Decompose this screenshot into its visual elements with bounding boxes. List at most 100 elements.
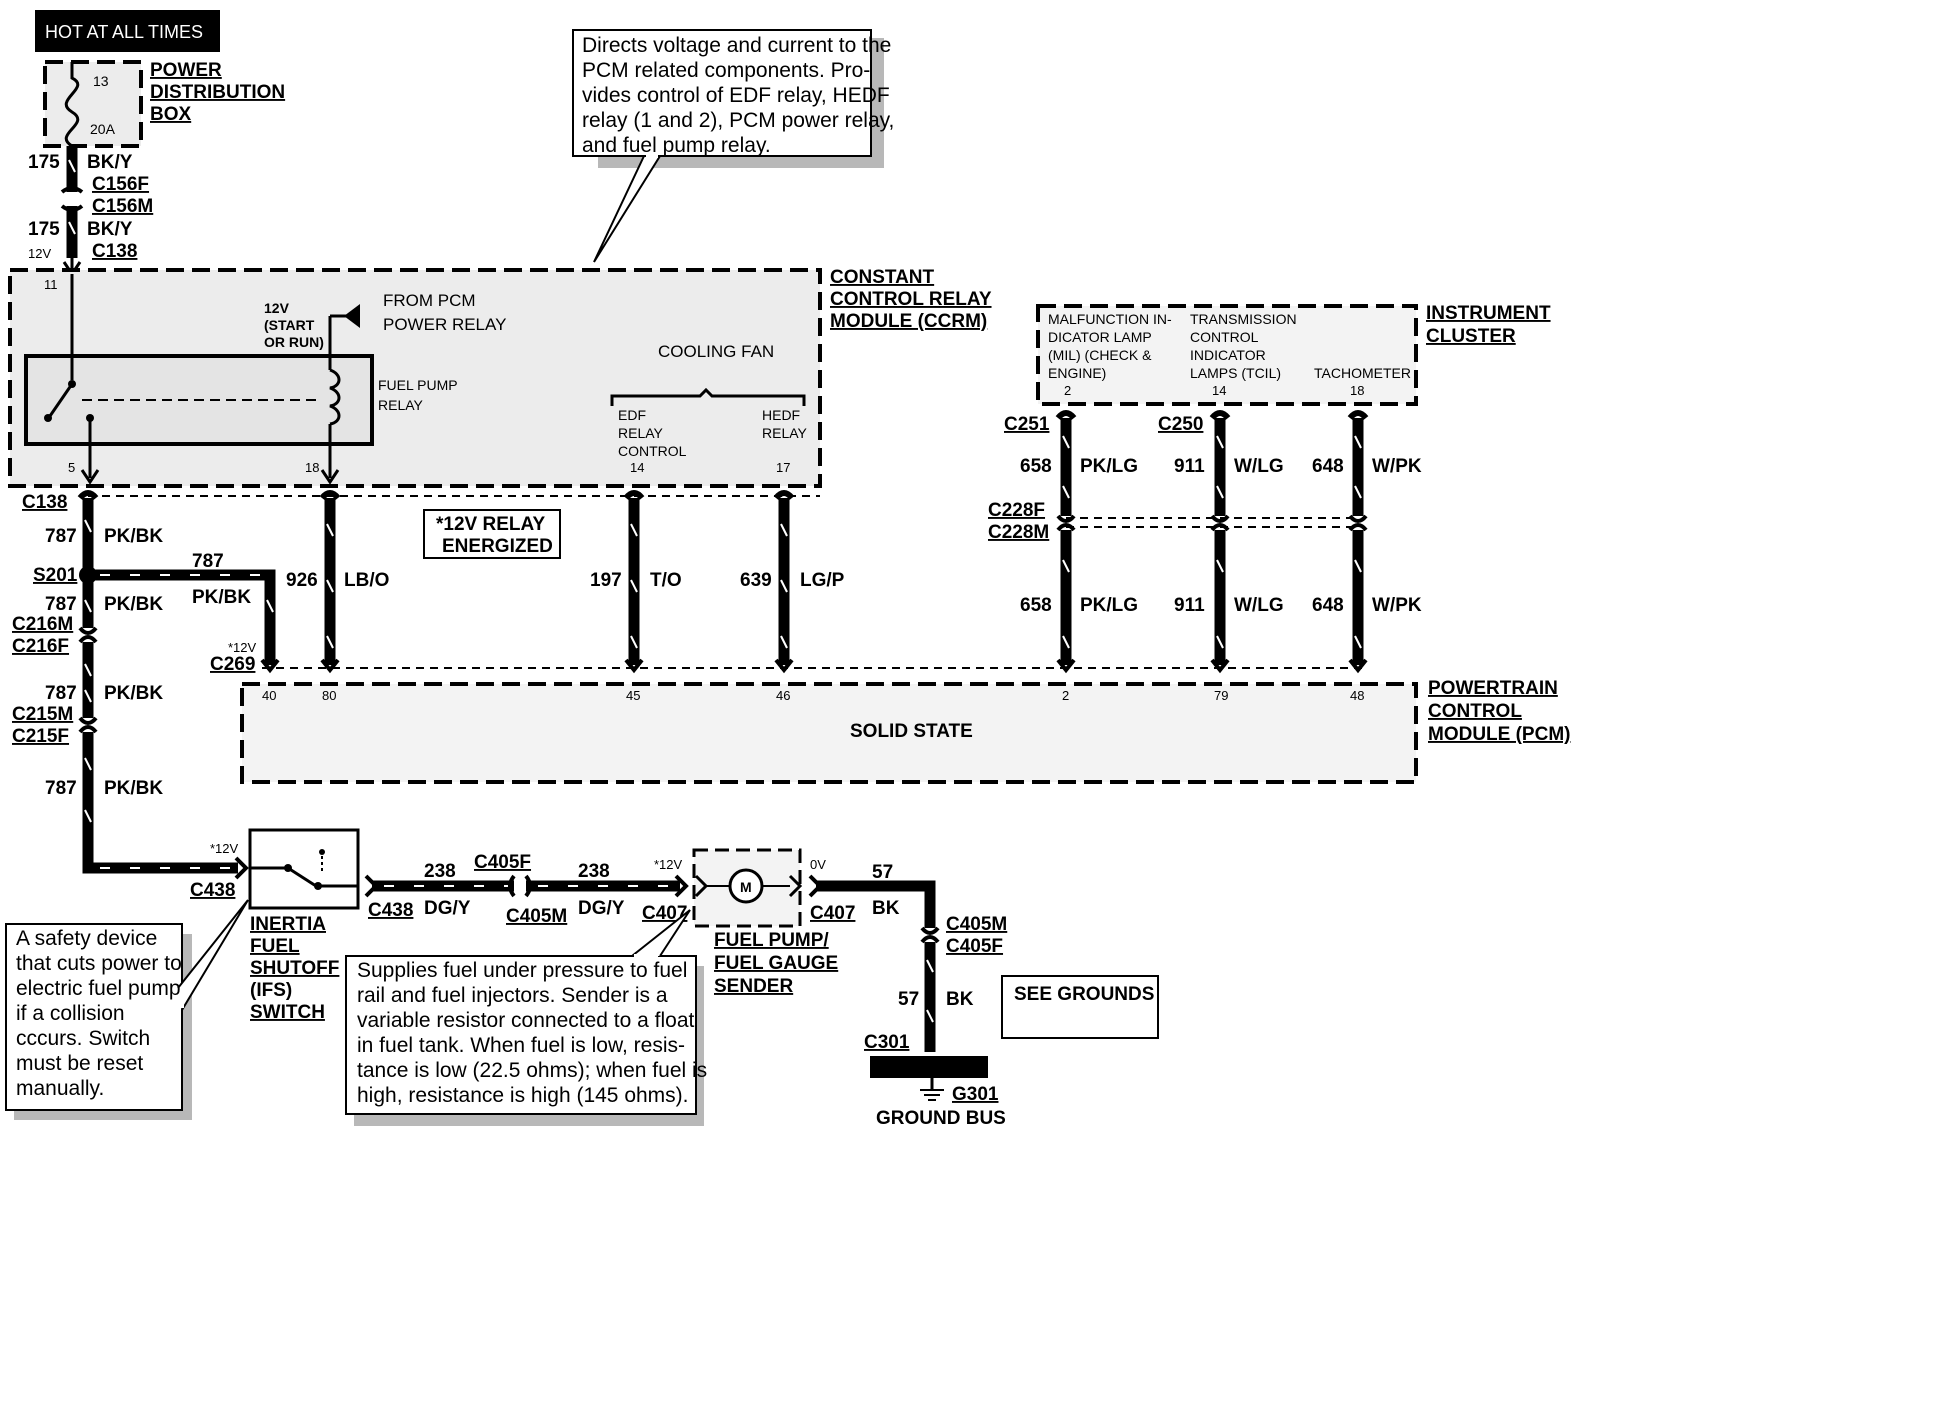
callout-pump-line-6: high, resistance is high (145 ohms). <box>357 1084 689 1107</box>
hedf-2: RELAY <box>762 425 808 441</box>
callout-ccrm-line-3: vides control of EDF relay, HEDF <box>582 84 890 107</box>
tach-label: TACHOMETER <box>1314 365 1411 381</box>
ccrm-out-c138: C138 <box>22 492 67 513</box>
ccrm-pin-17: 17 <box>776 460 790 475</box>
pkbk-c269-voltage: *12V <box>228 640 257 655</box>
pkbk-circuit-b: 787 <box>45 594 77 615</box>
hedf-1: HEDF <box>762 407 800 423</box>
wire-911-color-b: W/LG <box>1234 595 1284 616</box>
pump-title-2: FUEL GAUGE <box>714 953 838 974</box>
ifs-title-3: SHUTOFF <box>250 958 339 979</box>
callout-pump-line-4: in fuel tank. When fuel is low, resis- <box>357 1034 685 1057</box>
feed-c138: C138 <box>92 241 137 262</box>
from-pcm-1: FROM PCM <box>383 291 476 310</box>
pump-feed-c405f: C405F <box>474 852 531 873</box>
ground-g301: G301 <box>952 1084 999 1105</box>
connector-c215 <box>78 716 98 734</box>
callout-ccrm-line-5: and fuel pump relay. <box>582 134 771 157</box>
cooling-fan: COOLING FAN <box>658 342 774 361</box>
cluster-pin-14: 14 <box>1212 383 1226 398</box>
pcm-pin-80: 80 <box>322 688 336 703</box>
ground-bus-label: GROUND BUS <box>876 1108 1006 1129</box>
pcm-pin-46: 46 <box>776 688 790 703</box>
callout-ifs-line-1: A safety device <box>16 927 157 950</box>
pdb-title-1: POWER <box>150 60 222 81</box>
see-grounds-box <box>1001 975 1159 1039</box>
pkbk-circuit-c: 787 <box>45 683 77 704</box>
cluster-box <box>1036 304 1418 406</box>
pkbk-circuit-a: 787 <box>45 526 77 547</box>
connector-c156 <box>60 186 84 212</box>
cluster-c251: C251 <box>1004 414 1050 435</box>
ccrm-pin-14: 14 <box>630 460 644 475</box>
callout-ifs-line-5: cccurs. Switch <box>16 1027 150 1050</box>
callout-ccrm-line-4: relay (1 and 2), PCM power relay, <box>582 109 894 132</box>
fuse-icon <box>64 62 80 148</box>
ccrm-title-1: CONSTANT <box>830 267 935 288</box>
ifs-switch-arm <box>287 866 317 888</box>
feed-c156m: C156M <box>92 196 153 217</box>
wire-911-circuit-b: 911 <box>1174 595 1205 616</box>
pkbk-c269: C269 <box>210 654 255 675</box>
callout-ccrm-line-2: PCM related components. Pro- <box>582 59 870 82</box>
wire-926-circuit: 926 <box>286 570 318 591</box>
pump-motor-label: M <box>740 879 752 895</box>
callout-ifs-line-3: electric fuel pump <box>16 977 181 1000</box>
pkbk-c216f: C216F <box>12 636 69 657</box>
wire-648-circuit-b: 648 <box>1312 595 1344 616</box>
mil-1: MALFUNCTION IN- <box>1048 311 1172 327</box>
pcm-title-2: CONTROL <box>1428 701 1522 722</box>
tcil-2: CONTROL <box>1190 329 1259 345</box>
cooling-fan-bracket <box>610 387 806 406</box>
energized-box <box>423 509 561 559</box>
tcil-4: LAMPS (TCIL) <box>1190 365 1281 381</box>
pcm-pin-79: 79 <box>1214 688 1228 703</box>
pkbk-c216m: C216M <box>12 614 73 635</box>
pkbk-c215m: C215M <box>12 704 73 725</box>
pdb-box <box>43 60 143 148</box>
pump-title-3: SENDER <box>714 976 793 997</box>
callout-pump-line-5: tance is low (22.5 ohms); when fuel is <box>357 1059 707 1082</box>
ground-c301: C301 <box>864 1032 910 1053</box>
feed-color-top: BK/Y <box>87 152 133 173</box>
pcm-title-1: POWERTRAIN <box>1428 678 1558 699</box>
pkbk-c215f: C215F <box>12 726 69 747</box>
ifs-title-2: FUEL <box>250 936 300 957</box>
ccrm-pin-5: 5 <box>68 460 75 475</box>
wire-648-color-b: W/PK <box>1372 595 1422 616</box>
pdb-title-3: BOX <box>150 104 192 125</box>
wire-911-circuit-a: 911 <box>1174 456 1205 477</box>
pump-feed-c438: C438 <box>368 900 413 921</box>
pcm-title-3: MODULE (PCM) <box>1428 724 1570 745</box>
feed-circuit-bottom: 175 <box>28 219 60 240</box>
wire-911-color-a: W/LG <box>1234 456 1284 477</box>
callout-pump-line-3: variable resistor connected to a float <box>357 1009 695 1032</box>
pump-feed-circuit-2: 238 <box>578 861 610 882</box>
feed-voltage: 12V <box>28 246 51 261</box>
cluster-c228m: C228M <box>988 522 1049 543</box>
pkbk-circuit-d: 787 <box>45 778 77 799</box>
mil-3: (MIL) (CHECK & <box>1048 347 1152 363</box>
wire-787-branch <box>88 569 276 665</box>
feed-circuit-top: 175 <box>28 152 60 173</box>
ccrm-pin-11: 11 <box>44 277 58 292</box>
fuel-pump-relay-2: RELAY <box>378 397 424 413</box>
pkbk-branch-circuit: 787 <box>192 551 224 572</box>
callout-ifs <box>5 923 183 1111</box>
pcm-pin-45: 45 <box>626 688 640 703</box>
pcm-pin-48: 48 <box>1350 688 1364 703</box>
callout-pump <box>345 955 697 1115</box>
fuse-number: 13 <box>93 73 109 89</box>
pkbk-splice: S201 <box>33 565 78 586</box>
wire-787-d <box>82 732 238 874</box>
pkbk-c438-voltage: *12V <box>210 841 239 856</box>
hot-label: HOT AT ALL TIMES <box>45 22 203 42</box>
pump-feed-c407: C407 <box>642 903 687 924</box>
wire-197-circuit: 197 <box>590 570 622 591</box>
ground-circuit-1: 57 <box>872 862 893 883</box>
pkbk-color-c: PK/BK <box>104 683 163 704</box>
from-pcm-2: POWER RELAY <box>383 315 506 334</box>
pump-feed-voltage: *12V <box>654 857 683 872</box>
pump-c407-out: C407 <box>810 903 855 924</box>
ifs-title-1: INERTIA <box>250 914 326 935</box>
